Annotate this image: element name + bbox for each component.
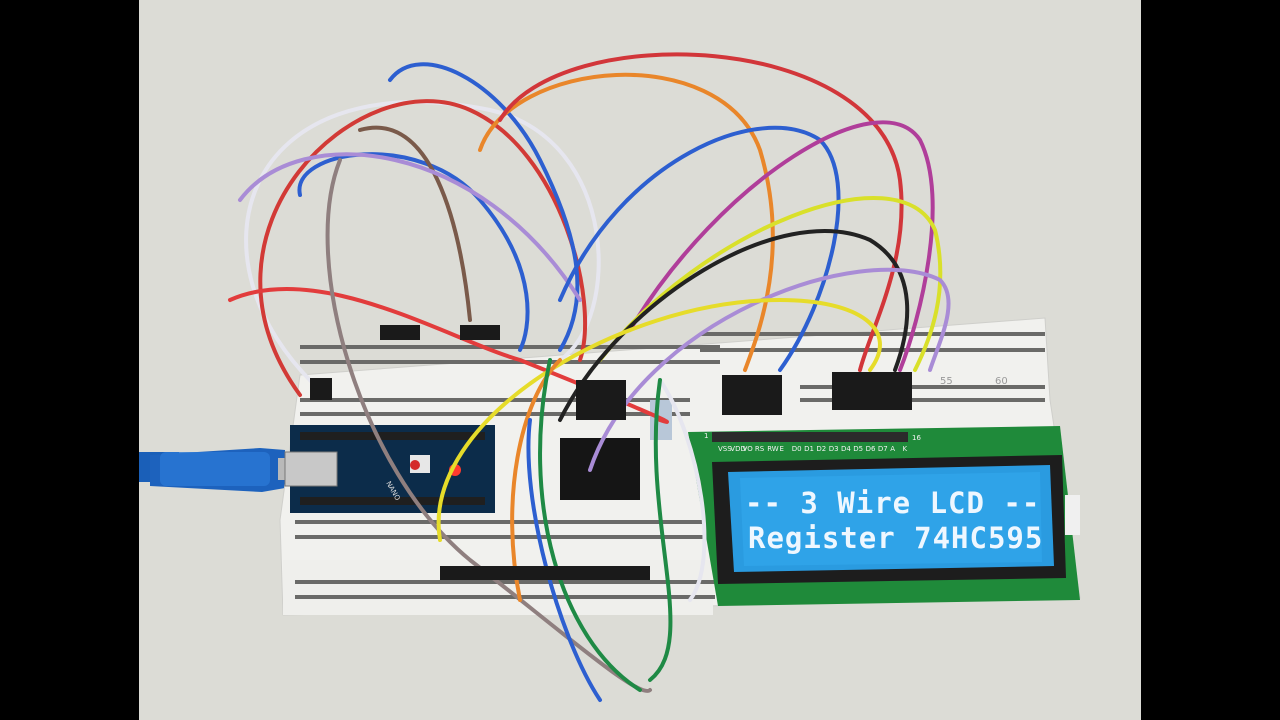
lcd-pin-label: K	[903, 445, 908, 453]
photo-scene: 50 55 60 NANO -- 3 Wire LCD -- Register …	[139, 0, 1141, 720]
wire-green-1	[538, 358, 642, 692]
lcd-pin-label: VDD	[730, 445, 746, 453]
lcd-pin-label: RS	[755, 445, 765, 453]
lcd-pin-label: D5	[853, 445, 863, 453]
wire-red-3	[498, 52, 904, 372]
lcd-line-1: -- 3 Wire LCD --	[745, 486, 1040, 520]
jumper-wires	[228, 52, 951, 702]
lcd-pin-label: D2	[816, 445, 826, 453]
arduino-nano: NANO	[284, 425, 495, 513]
wire-magenta	[628, 120, 935, 372]
lcd-pin-label: VSS	[718, 445, 732, 453]
wire-blue-3	[558, 125, 841, 372]
lcd-pin-label: VO	[743, 445, 754, 453]
lcd-pin-label: D1	[804, 445, 814, 453]
wire-yellow-1	[598, 196, 943, 372]
lcd-line-2: Register 74HC595	[748, 521, 1043, 555]
lcd-pin-label: D6	[866, 445, 876, 453]
scene-svg: 50 55 60 NANO -- 3 Wire LCD -- Register …	[139, 0, 1141, 720]
lcd-pin-label: E	[780, 445, 784, 453]
wire-yellow-2	[436, 297, 882, 542]
lcd-pin-label: D4	[841, 445, 851, 453]
lcd-pin-label: D3	[829, 445, 839, 453]
lcd-pin-label: RW	[767, 445, 779, 453]
left-letterbox	[0, 0, 139, 720]
lcd-module: -- 3 Wire LCD -- Register 74HC595 1 16 V…	[688, 426, 1080, 606]
lcd-pin-last: 16	[912, 434, 921, 442]
wire-grey	[325, 158, 652, 693]
wire-green-2	[648, 378, 673, 682]
lcd-pin-label: A	[890, 445, 895, 453]
lcd-pin-label: D0	[792, 445, 802, 453]
lcd-header-pins	[712, 432, 908, 442]
wire-violet-1	[238, 152, 582, 302]
wire-connectors	[310, 325, 912, 580]
lcd-pin-first: 1	[704, 432, 708, 440]
breadboard-col-60: 60	[995, 376, 1008, 387]
wire-white-2	[658, 378, 707, 602]
right-letterbox	[1141, 0, 1280, 720]
wire-violet-2	[588, 267, 951, 472]
breadboard-col-55: 55	[940, 376, 953, 387]
wire-brown	[358, 125, 472, 322]
lcd-pin-label: D7	[878, 445, 888, 453]
